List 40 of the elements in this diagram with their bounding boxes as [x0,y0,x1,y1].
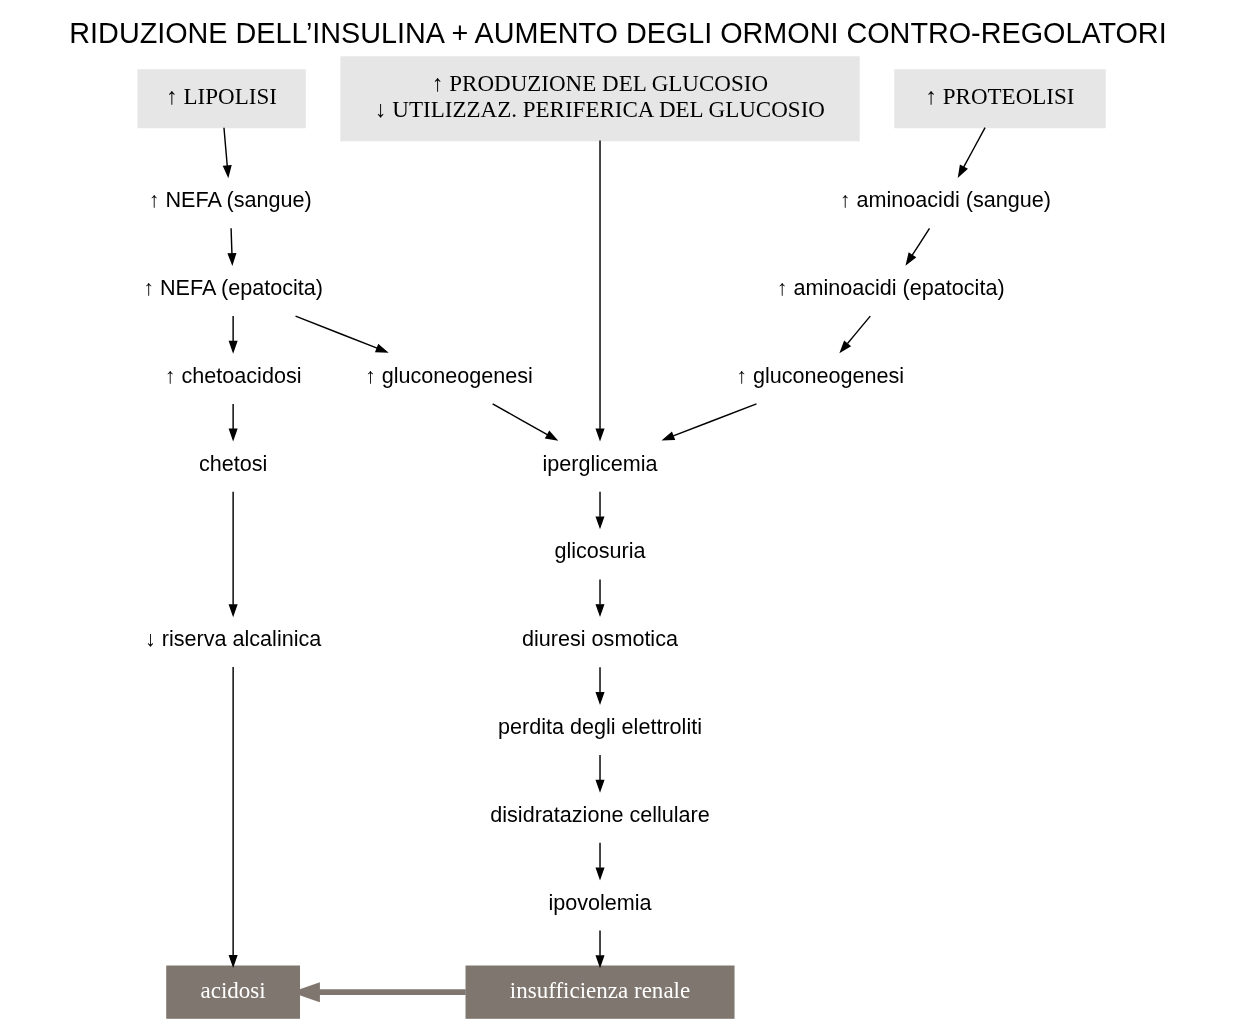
node-text: ↑ gluconeogenesi [364,362,533,388]
node-box: acidosi [166,965,301,1019]
arrow [228,666,238,969]
node-text: diuresi osmotica [522,626,678,652]
node-text: glicosuria [554,538,646,564]
arrow [595,578,605,618]
arrow [228,403,238,442]
node-text: ↑ aminoacidi (epatocita) [776,275,1005,301]
node-text: iperglicemia [542,450,658,476]
arrow [595,490,605,530]
arrow [228,315,238,354]
arrow [957,127,986,179]
arrow [839,315,871,354]
arrow [294,315,389,353]
node-text: disidratazione cellulare [490,801,710,827]
diagram-title: RIDUZIONE DELL’INSULINA + AUMENTO DEGLI ORMONI CONTRO-REGOLATORI [69,16,1167,49]
node-text: ↑ chetoacidosi [164,362,302,388]
node-text: ↓ riserva alcalinica [144,626,322,652]
node-text: ↑ NEFA (epatocita) [143,275,324,301]
arrow [227,227,237,267]
node-text: chetosi [198,450,268,476]
node-text: ↑ NEFA (sangue) [148,187,312,213]
node-box: ↑ PROTEOLISI [894,69,1106,129]
node-box: insufficienza renale [465,965,735,1019]
node-box: ↑ PRODUZIONE DEL GLUCOSIO ↓ UTILIZZAZ. PERIFERICA DEL GLUCOSIO [340,56,860,142]
arrow [595,842,605,881]
node-text: ↑ aminoacidi (sangue) [839,187,1051,213]
arrow [491,403,559,441]
node-text: ↑ gluconeogenesi [736,362,905,388]
node-text: ipovolemia [548,889,652,915]
arrow [228,491,238,618]
arrow [595,666,605,705]
arrow [661,403,758,441]
arrow [595,754,605,793]
node-box: ↑ LIPOLISI [137,69,306,129]
arrow [595,139,605,442]
arrow [905,227,931,266]
node-text: perdita degli elettroliti [498,713,702,739]
arrow [222,127,232,179]
arrow [595,929,605,969]
